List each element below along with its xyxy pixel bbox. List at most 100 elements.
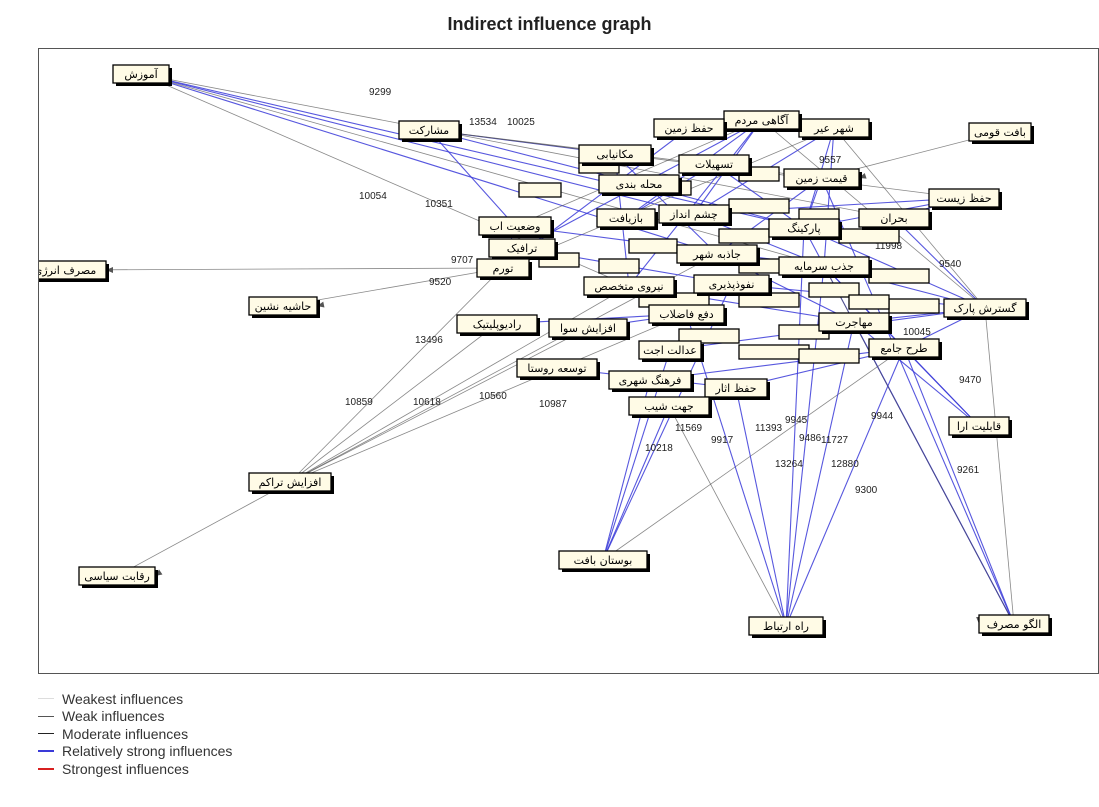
graph-node[interactable]: الگو مصرف bbox=[978, 614, 1052, 636]
legend-item: Relatively strong influences bbox=[38, 743, 232, 761]
legend-item: Weak influences bbox=[38, 708, 232, 726]
edge-weight-label: 9300 bbox=[855, 485, 878, 496]
graph-node[interactable]: شهر عیر bbox=[798, 118, 872, 140]
graph-node[interactable]: راه ارتباط bbox=[748, 616, 826, 638]
graph-node[interactable]: عدالت اجت bbox=[638, 340, 704, 362]
graph-node[interactable]: پارکینگ bbox=[768, 218, 842, 240]
edge-weight-label: 13496 bbox=[415, 335, 443, 346]
graph-node[interactable]: محله بندی bbox=[598, 174, 682, 196]
edge bbox=[289, 323, 498, 483]
node-box bbox=[78, 566, 156, 586]
graph-node[interactable]: چشم انداز bbox=[658, 204, 732, 226]
node-label: چشم انداز bbox=[669, 208, 718, 221]
graph-node[interactable]: جاذبه شهر bbox=[676, 244, 760, 266]
node-box bbox=[476, 258, 530, 278]
graph-node[interactable]: حفظ زیست bbox=[928, 188, 1002, 210]
node-box bbox=[398, 120, 460, 140]
node-box bbox=[778, 256, 870, 276]
graph-node[interactable]: بحران bbox=[858, 208, 932, 230]
node-label: پارکینگ bbox=[787, 222, 820, 235]
edge bbox=[903, 347, 1015, 625]
graph-node[interactable]: افزایش تراکم bbox=[248, 472, 334, 494]
node-label: بوستان بافت bbox=[574, 554, 633, 567]
edge-weight-label: 11569 bbox=[675, 423, 703, 434]
edge bbox=[614, 153, 718, 255]
graph-node[interactable]: حفظ زمین bbox=[653, 118, 727, 140]
graph-node[interactable]: نفوذپذیری bbox=[693, 274, 772, 296]
graph-node[interactable]: جذب سرمایه bbox=[778, 256, 872, 278]
legend-label: Moderate influences bbox=[62, 725, 189, 742]
edge-weight-label: 9470 bbox=[959, 375, 982, 386]
node-label: رادیوپلیتیک bbox=[473, 318, 522, 331]
graph-node[interactable]: گسترش پارک bbox=[943, 298, 1029, 320]
graph-node[interactable]: مهاجرت bbox=[818, 312, 892, 334]
node-overlap-box bbox=[518, 182, 562, 198]
graph-node[interactable]: بوستان بافت bbox=[558, 550, 650, 572]
node-label: آگاهی مردم bbox=[735, 113, 790, 127]
edge-arrowhead bbox=[106, 266, 114, 273]
node-label: بحران bbox=[880, 212, 907, 225]
node-box bbox=[548, 318, 628, 338]
node-box bbox=[858, 208, 930, 228]
edge bbox=[685, 313, 787, 627]
graph-node[interactable]: حاشیه نشین bbox=[248, 296, 320, 318]
graph-node[interactable]: تورم bbox=[476, 258, 532, 280]
graph-node[interactable]: نیروی متخصص bbox=[583, 276, 677, 298]
graph-node[interactable]: توسعه روستا bbox=[516, 358, 600, 380]
graph-node[interactable]: رادیوپلیتیک bbox=[456, 314, 540, 336]
node-box bbox=[978, 614, 1050, 634]
graph-node[interactable]: وضعیت اب bbox=[478, 216, 554, 238]
node-label: رقابت سیاسی bbox=[84, 570, 150, 583]
node-label: نفوذپذیری bbox=[709, 278, 755, 291]
edge bbox=[602, 347, 905, 561]
graph-node[interactable]: افزایش سوا bbox=[548, 318, 630, 340]
edge bbox=[116, 481, 291, 577]
node-label: افزایش تراکم bbox=[259, 476, 322, 489]
node-overlap-box bbox=[808, 282, 860, 298]
edge-weight-label: 10618 bbox=[413, 397, 441, 408]
edge-weight-label: 10859 bbox=[345, 397, 373, 408]
node-label: حفظ زمین bbox=[664, 122, 713, 135]
graph-node[interactable]: بازیافت bbox=[596, 208, 658, 230]
node-box bbox=[648, 304, 725, 324]
graph-node[interactable]: قیمت زمین bbox=[783, 168, 862, 190]
edge bbox=[140, 73, 825, 267]
node-label: حاشیه نشین bbox=[255, 300, 312, 313]
edge bbox=[140, 73, 895, 219]
node-overlap-box bbox=[848, 294, 890, 310]
edge bbox=[785, 347, 905, 627]
graph-node[interactable]: حفظ اثار bbox=[704, 378, 770, 400]
node-box bbox=[678, 154, 750, 174]
graph-node[interactable]: رقابت سیاسی bbox=[78, 566, 158, 588]
node-box bbox=[596, 208, 656, 228]
graph-node[interactable]: ترافیک bbox=[488, 238, 558, 260]
legend-line-swatch bbox=[38, 715, 54, 717]
node-overlap-box bbox=[728, 198, 790, 214]
graph-node[interactable]: آموزش bbox=[112, 64, 172, 86]
edge bbox=[289, 247, 523, 483]
graph-node[interactable]: قابلیت ارا bbox=[948, 416, 1012, 438]
edge-weight-label: 10025 bbox=[507, 117, 535, 128]
graph-node[interactable]: مکانیابی bbox=[578, 144, 654, 166]
graph-node[interactable]: جهت شیب bbox=[628, 396, 712, 418]
graph-node[interactable]: فرهنگ شهری bbox=[608, 370, 694, 392]
graph-node[interactable]: تسهیلات bbox=[678, 154, 752, 176]
node-box bbox=[112, 64, 170, 84]
legend-label: Strongest influences bbox=[62, 760, 189, 777]
edge-weight-label: 10351 bbox=[425, 199, 453, 210]
edge-weight-label: 9540 bbox=[939, 259, 962, 270]
graph-node[interactable]: مشارکت bbox=[398, 120, 462, 142]
node-label: حفظ اثار bbox=[714, 382, 756, 395]
edge-weight-label: 10218 bbox=[645, 443, 673, 454]
graph-node[interactable]: بافت قومی bbox=[968, 122, 1034, 144]
edge-weight-label: 9261 bbox=[957, 465, 980, 476]
node-box bbox=[478, 216, 552, 236]
graph-node[interactable]: مصرف انرژی bbox=[39, 260, 109, 282]
graph-node[interactable]: دفع فاضلاب bbox=[648, 304, 727, 326]
graph-node[interactable]: آگاهی مردم bbox=[723, 110, 802, 132]
graph-node[interactable]: طرح جامع bbox=[868, 338, 942, 360]
